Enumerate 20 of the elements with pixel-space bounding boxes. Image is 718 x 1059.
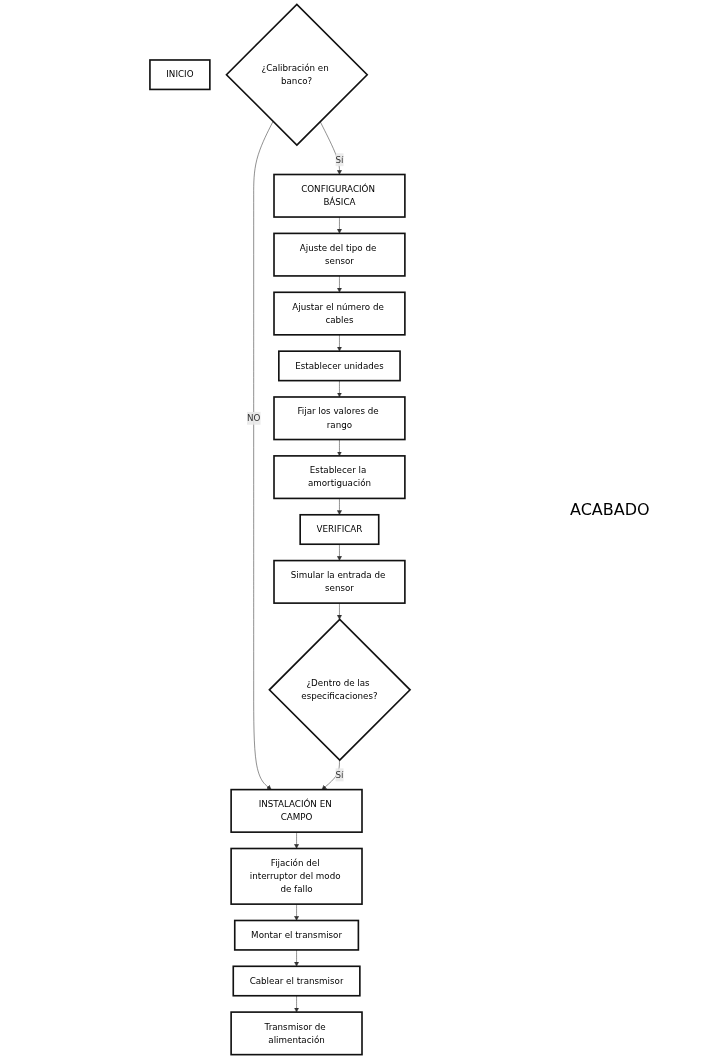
node-box: INSTALACIÓN EN CAMPO [230, 788, 363, 833]
edge-label: Sí [335, 769, 344, 780]
node-box: Establecer unidades [278, 350, 401, 382]
node-box: CONFIGURACIÓN BÁSICA [273, 173, 406, 218]
node-box: Ajuste del tipo de sensor [273, 232, 406, 277]
node-box: Fijación del interruptor del modo de fallo [230, 847, 363, 905]
node-diamond: ¿Dentro de las especificaciones? [268, 618, 412, 762]
edge-label: Sí [335, 154, 344, 165]
node-box: Transmisor de alimentación [230, 1011, 363, 1056]
node-box: Fijar los valores de rango [273, 396, 406, 441]
node-box: Cablear el transmisor [232, 965, 361, 997]
node-box: Ajustar el número de cables [273, 291, 406, 336]
node-diamond: ¿Calibración en banco? [225, 3, 369, 147]
node-box: VERIFICAR [299, 513, 380, 546]
node-box: Establecer la amortiguación [273, 455, 406, 500]
note-text: ACABADO [570, 500, 651, 519]
node-box: Simular la entrada de sensor [273, 559, 406, 604]
node-box: Montar el transmisor [233, 919, 360, 951]
node-box: INICIO [149, 59, 211, 91]
edge-label: NO [246, 412, 261, 424]
